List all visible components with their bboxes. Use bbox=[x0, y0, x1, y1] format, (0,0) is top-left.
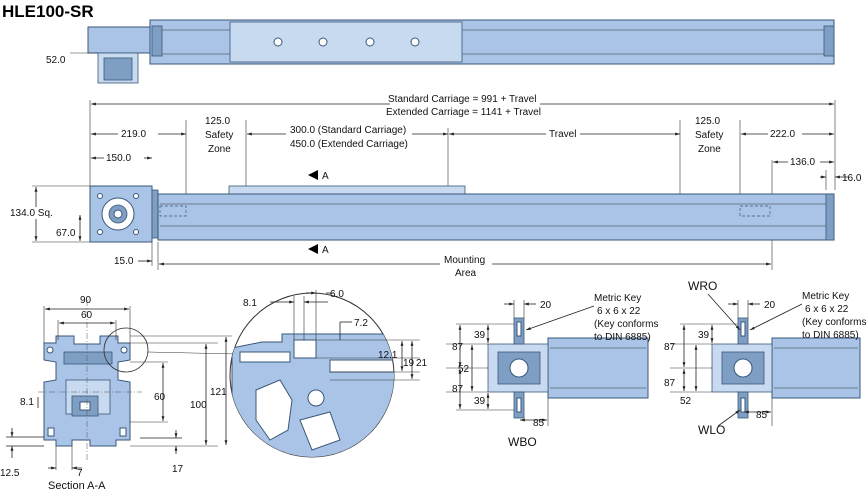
section-dim-121: 121 bbox=[210, 387, 227, 398]
safety-right-value: 125.0 bbox=[695, 116, 720, 127]
wbo-dim-87-bot: 87 bbox=[452, 384, 464, 395]
wlo-view: WRO 20 Metric Key 6 x 6 x 22 (Key confor… bbox=[664, 279, 866, 437]
wro-label: WRO bbox=[688, 279, 717, 293]
top-view: 52.0 bbox=[46, 19, 835, 84]
section-dim-60-top: 60 bbox=[81, 310, 93, 321]
section-dim-7: 7 bbox=[77, 468, 83, 479]
carriage-standard-dim: 300.0 (Standard Carriage) bbox=[290, 125, 406, 136]
wbo-key-line2: 6 x 6 x 22 bbox=[597, 306, 641, 317]
wbo-dim-85: 85 bbox=[533, 418, 545, 429]
section-caption: Section A-A bbox=[48, 480, 106, 492]
wlo-key-line2: 6 x 6 x 22 bbox=[805, 304, 849, 315]
wbo-dim-52: 52 bbox=[458, 364, 470, 375]
mount-hole bbox=[318, 37, 328, 47]
wlo-dim-85: 85 bbox=[756, 410, 768, 421]
dim-52: 52.0 bbox=[46, 55, 66, 66]
wlo-dim-87-bot: 87 bbox=[664, 378, 676, 389]
wbo-dim-20: 20 bbox=[540, 300, 552, 311]
wlo-key-line1: Metric Key bbox=[802, 291, 849, 302]
wbo-dim-39-bot: 39 bbox=[474, 396, 486, 407]
dim-134-sq: 134.0 Sq. bbox=[10, 208, 53, 219]
detail-dim-7-2: 7.2 bbox=[354, 318, 368, 329]
wlo-dim-87-top: 87 bbox=[664, 342, 676, 353]
wbo-key-line4: to DIN 6885) bbox=[594, 332, 651, 343]
section-dim-100: 100 bbox=[190, 400, 207, 411]
dim-219: 219.0 bbox=[121, 129, 146, 140]
section-dim-17: 17 bbox=[172, 464, 184, 475]
wlo-key-line4: to DIN 6885) bbox=[802, 330, 859, 341]
rail-front bbox=[157, 193, 835, 241]
wbo-view: 20 Metric Key 6 x 6 x 22 (Key conforms t… bbox=[446, 293, 658, 449]
mount-hole bbox=[365, 37, 375, 47]
wbo-label: WBO bbox=[508, 435, 537, 449]
detail-dim-6: 6.0 bbox=[330, 289, 344, 300]
dim-136: 136.0 bbox=[790, 157, 815, 168]
dim-222: 222.0 bbox=[770, 129, 795, 140]
section-a-a: 90 60 8.1 60 100 121 12.5 7 17 Section A… bbox=[0, 295, 237, 492]
dim-67: 67.0 bbox=[56, 228, 76, 239]
safety-left-zone: Zone bbox=[208, 144, 231, 155]
wbo-key-line1: Metric Key bbox=[594, 293, 641, 304]
section-arrow-a bbox=[308, 244, 318, 254]
carriage-top bbox=[229, 21, 463, 63]
section-marker-a-top: A bbox=[322, 171, 329, 182]
wlo-dim-39: 39 bbox=[698, 330, 710, 341]
motor-block-top bbox=[87, 26, 151, 54]
extended-carriage-dim: Extended Carriage = 1141 + Travel bbox=[386, 107, 541, 118]
safety-right-zone: Zone bbox=[698, 144, 721, 155]
detail-dim-19: 19 bbox=[403, 358, 415, 369]
section-marker-a-bottom: A bbox=[322, 245, 329, 256]
dim-15: 15.0 bbox=[114, 256, 134, 267]
section-arrow-a bbox=[308, 170, 318, 180]
wbo-dim-39-top: 39 bbox=[474, 330, 486, 341]
section-dim-8-1: 8.1 bbox=[20, 397, 34, 408]
mounting-area-line1: Mounting bbox=[444, 255, 485, 266]
drawing-title: HLE100-SR bbox=[2, 2, 94, 21]
wlo-label: WLO bbox=[698, 423, 725, 437]
standard-carriage-dim: Standard Carriage = 991 + Travel bbox=[388, 94, 536, 105]
section-dim-12-5: 12.5 bbox=[0, 468, 20, 479]
safety-right-word: Safety bbox=[695, 130, 723, 141]
detail-dim-8-1: 8.1 bbox=[243, 298, 257, 309]
wbo-key-line3: (Key conforms bbox=[594, 319, 658, 330]
carriage-extended-dim: 450.0 (Extended Carriage) bbox=[290, 139, 408, 150]
carriage-front bbox=[228, 185, 466, 195]
wbo-dim-87-top: 87 bbox=[452, 342, 464, 353]
detail-dim-12-1: 12.1 bbox=[378, 350, 398, 361]
wlo-key-line3: (Key conforms bbox=[802, 317, 866, 328]
dim-150: 150.0 bbox=[106, 153, 131, 164]
section-dim-90: 90 bbox=[80, 295, 92, 306]
travel-label: Travel bbox=[549, 129, 576, 140]
detail-view: 8.1 6.0 7.2 12.1 19 21 bbox=[229, 289, 428, 458]
wlo-dim-52: 52 bbox=[680, 396, 692, 407]
section-dim-60-side: 60 bbox=[154, 392, 166, 403]
front-view: Standard Carriage = 991 + Travel Extende… bbox=[8, 93, 862, 280]
wlo-dim-20: 20 bbox=[764, 300, 776, 311]
dim-16: 16.0 bbox=[842, 173, 862, 184]
safety-left-word: Safety bbox=[205, 130, 233, 141]
mount-hole bbox=[273, 37, 283, 47]
mount-hole bbox=[410, 37, 420, 47]
mounting-area-line2: Area bbox=[455, 268, 477, 279]
safety-left-value: 125.0 bbox=[205, 116, 230, 127]
detail-dim-21: 21 bbox=[416, 358, 428, 369]
